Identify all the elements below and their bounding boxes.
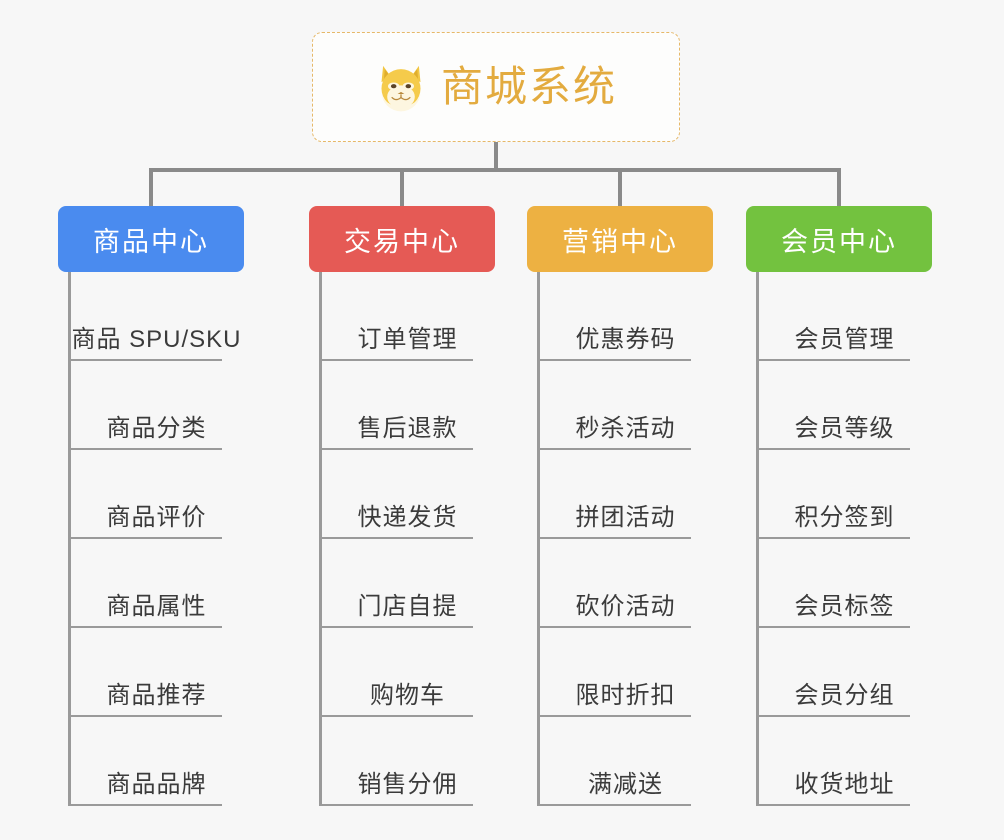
leaf-item[interactable]: 会员分组 xyxy=(759,628,910,717)
leaf-item[interactable]: 商品 SPU/SKU xyxy=(71,272,241,361)
connector-horizontal-bus xyxy=(149,168,841,172)
leaf-item[interactable]: 门店自提 xyxy=(322,539,473,628)
leaf-label: 商品品牌 xyxy=(106,770,207,798)
leaf-label: 商品属性 xyxy=(106,592,207,620)
leaf-label: 会员标签 xyxy=(794,592,895,620)
leaf-item[interactable]: 会员管理 xyxy=(759,272,910,361)
leaf-label: 门店自提 xyxy=(357,592,458,620)
leaf-list-4: 会员管理 会员等级 积分签到 会员标签 会员分组 收货地址 xyxy=(756,272,932,806)
leaf-label: 积分签到 xyxy=(794,503,895,531)
leaf-label: 会员等级 xyxy=(794,414,895,442)
leaf-item[interactable]: 商品评价 xyxy=(71,450,222,539)
leaf-label: 会员管理 xyxy=(794,325,895,353)
root-node[interactable]: 商城系统 xyxy=(312,32,680,142)
leaf-item[interactable]: 商品属性 xyxy=(71,539,222,628)
leaf-label: 收货地址 xyxy=(794,770,895,798)
leaf-item[interactable]: 商品推荐 xyxy=(71,628,222,717)
leaf-label: 秒杀活动 xyxy=(575,414,676,442)
leaf-label: 购物车 xyxy=(370,681,445,709)
connector-drop-1 xyxy=(149,168,153,208)
leaf-label: 拼团活动 xyxy=(575,503,676,531)
leaf-item[interactable]: 快递发货 xyxy=(322,450,473,539)
leaf-label: 会员分组 xyxy=(794,681,895,709)
leaf-item[interactable]: 拼团活动 xyxy=(540,450,691,539)
category-header-3[interactable]: 营销中心 xyxy=(527,206,713,272)
leaf-list-3: 优惠券码 秒杀活动 拼团活动 砍价活动 限时折扣 满减送 xyxy=(537,272,713,806)
connector-drop-4 xyxy=(837,168,841,208)
leaf-item[interactable]: 售后退款 xyxy=(322,361,473,450)
leaf-label: 满减送 xyxy=(588,770,663,798)
branch-column-3: 营销中心 优惠券码 秒杀活动 拼团活动 砍价活动 限时折扣 满减送 xyxy=(527,206,713,806)
leaf-label: 商品推荐 xyxy=(106,681,207,709)
leaf-label: 订单管理 xyxy=(357,325,458,353)
leaf-item[interactable]: 订单管理 xyxy=(322,272,473,361)
leaf-item[interactable]: 会员等级 xyxy=(759,361,910,450)
leaf-item[interactable]: 商品分类 xyxy=(71,361,222,450)
leaf-label: 销售分佣 xyxy=(357,770,458,798)
shiba-dog-face-icon xyxy=(381,65,421,112)
leaf-label: 限时折扣 xyxy=(575,681,676,709)
leaf-item[interactable]: 满减送 xyxy=(540,717,691,806)
leaf-item[interactable]: 收货地址 xyxy=(759,717,910,806)
category-header-1[interactable]: 商品中心 xyxy=(58,206,244,272)
leaf-item[interactable]: 会员标签 xyxy=(759,539,910,628)
connector-root-stem xyxy=(494,142,498,170)
leaf-item[interactable]: 秒杀活动 xyxy=(540,361,691,450)
leaf-item[interactable]: 销售分佣 xyxy=(322,717,473,806)
leaf-label: 快递发货 xyxy=(357,503,458,531)
leaf-list-1: 商品 SPU/SKU 商品分类 商品评价 商品属性 商品推荐 商品品牌 xyxy=(68,272,244,806)
leaf-label: 砍价活动 xyxy=(575,592,676,620)
leaf-label: 优惠券码 xyxy=(575,325,676,353)
category-header-2[interactable]: 交易中心 xyxy=(309,206,495,272)
connector-drop-3 xyxy=(618,168,622,208)
leaf-item[interactable]: 购物车 xyxy=(322,628,473,717)
leaf-label: 商品评价 xyxy=(106,503,207,531)
root-title: 商城系统 xyxy=(440,63,617,110)
leaf-list-2: 订单管理 售后退款 快递发货 门店自提 购物车 销售分佣 xyxy=(319,272,495,806)
leaf-item[interactable]: 限时折扣 xyxy=(540,628,691,717)
leaf-item[interactable]: 砍价活动 xyxy=(540,539,691,628)
connector-drop-2 xyxy=(400,168,404,208)
leaf-label: 商品 SPU/SKU xyxy=(71,325,242,353)
category-header-4[interactable]: 会员中心 xyxy=(746,206,932,272)
branch-column-1: 商品中心 商品 SPU/SKU 商品分类 商品评价 商品属性 商品推荐 商品品牌 xyxy=(58,206,244,806)
leaf-item[interactable]: 商品品牌 xyxy=(71,717,222,806)
branch-column-4: 会员中心 会员管理 会员等级 积分签到 会员标签 会员分组 收货地址 xyxy=(746,206,932,806)
branch-column-2: 交易中心 订单管理 售后退款 快递发货 门店自提 购物车 销售分佣 xyxy=(309,206,495,806)
leaf-label: 商品分类 xyxy=(106,414,207,442)
leaf-label: 售后退款 xyxy=(357,414,458,442)
leaf-item[interactable]: 优惠券码 xyxy=(540,272,691,361)
leaf-item[interactable]: 积分签到 xyxy=(759,450,910,539)
